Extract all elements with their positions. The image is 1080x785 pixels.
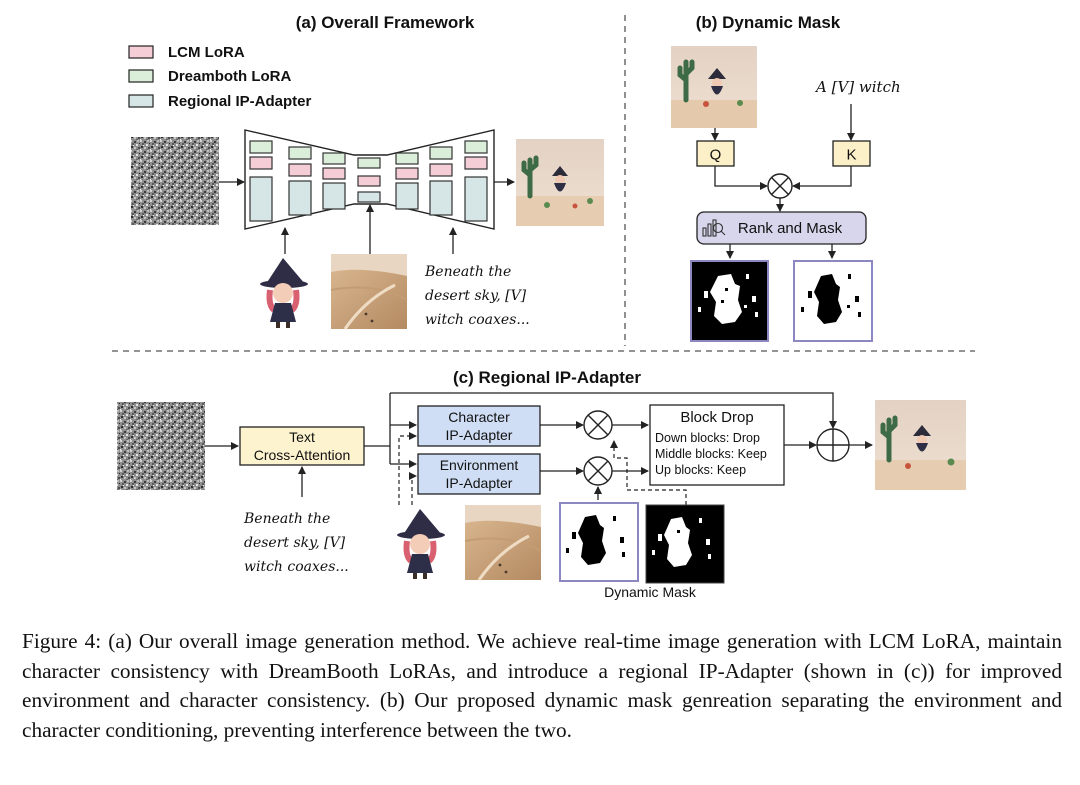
block-drop-line-middle: Middle blocks: Keep bbox=[655, 447, 767, 461]
unet-block bbox=[395, 152, 419, 165]
environment-ip-adapter-label-1: Environment bbox=[440, 457, 519, 473]
multiply-icon-character bbox=[583, 410, 613, 440]
multiply-icon-environment bbox=[583, 456, 613, 486]
unet-block bbox=[288, 180, 312, 216]
unet-block bbox=[322, 152, 346, 165]
prompt-text-a-line-1: Beneath the bbox=[424, 264, 511, 280]
character-mask-b bbox=[793, 260, 873, 342]
noise-latent-c bbox=[117, 402, 205, 490]
unet-block bbox=[464, 156, 488, 170]
unet-block bbox=[288, 146, 312, 160]
unet-block bbox=[395, 167, 419, 180]
panel-a: (a) Overall Framework LCM LoRA Dreamboth… bbox=[128, 13, 604, 331]
unet-block bbox=[464, 176, 488, 222]
legend: LCM LoRA Dreamboth LoRA Regional IP-Adap… bbox=[128, 44, 312, 110]
environment-reference-image-c bbox=[464, 505, 542, 581]
prompt-text-c-line-1: Beneath the bbox=[243, 511, 330, 527]
block-drop-line-up: Up blocks: Keep bbox=[655, 463, 746, 477]
rank-and-mask-box bbox=[696, 211, 867, 245]
unet-block bbox=[429, 146, 453, 160]
character-reference-image-c bbox=[383, 505, 458, 581]
environment-ip-adapter-box bbox=[417, 453, 541, 495]
unet-block bbox=[322, 182, 346, 210]
block-drop-line-down: Down blocks: Drop bbox=[655, 431, 760, 445]
unet-block bbox=[357, 191, 381, 203]
arrow-k-to-multiply bbox=[792, 166, 852, 190]
q-label: Q bbox=[710, 147, 722, 164]
prompt-text-a-line-3: witch coaxes... bbox=[425, 312, 530, 328]
unet-block bbox=[288, 163, 312, 177]
generated-image-b bbox=[671, 46, 757, 128]
multiply-icon-b bbox=[767, 173, 793, 199]
legend-swatch-dreambooth bbox=[128, 69, 154, 83]
noise-latent-a bbox=[131, 137, 219, 225]
environment-reference-image-a bbox=[330, 254, 408, 330]
q-box bbox=[696, 140, 735, 167]
character-reference-image-a bbox=[246, 254, 321, 331]
dashed-environment-to-adapter bbox=[409, 472, 417, 505]
panel-b: (b) Dynamic Mask A [V] witch Q K bbox=[671, 13, 901, 342]
dashed-character-to-adapter bbox=[398, 432, 417, 505]
unet-block bbox=[249, 140, 273, 154]
character-mask-c bbox=[559, 502, 639, 582]
unet-block bbox=[464, 140, 488, 154]
unet-blocks bbox=[249, 140, 488, 222]
unet-block bbox=[395, 182, 419, 210]
panel-a-title: (a) Overall Framework bbox=[296, 13, 475, 32]
arrow-q-to-multiply bbox=[714, 166, 768, 190]
k-label: K bbox=[846, 147, 856, 164]
character-ip-adapter-label-2: IP-Adapter bbox=[446, 427, 513, 443]
environment-mask-c bbox=[645, 504, 725, 584]
legend-label-ip-adapter: Regional IP-Adapter bbox=[168, 93, 312, 110]
text-cross-attention-box bbox=[239, 426, 365, 466]
residual-skip-line bbox=[390, 392, 837, 429]
dashed-environment-mask-to-multiply bbox=[610, 440, 687, 505]
panel-b-title: (b) Dynamic Mask bbox=[696, 13, 841, 32]
character-ip-adapter-label-1: Character bbox=[448, 409, 510, 425]
unet-block bbox=[249, 176, 273, 222]
figure-caption: Figure 4: (a) Our overall image generati… bbox=[22, 629, 1062, 742]
unet-block bbox=[429, 180, 453, 216]
add-icon bbox=[816, 428, 850, 462]
character-ip-adapter-box bbox=[417, 405, 541, 447]
prompt-text-c-line-2: desert sky, [V] bbox=[244, 535, 346, 551]
chart-magnifier-icon bbox=[702, 219, 726, 237]
prompt-text-c-line-3: witch coaxes... bbox=[244, 559, 349, 575]
block-drop-box bbox=[649, 404, 785, 486]
block-drop-title: Block Drop bbox=[680, 409, 753, 426]
dynamic-mask-label: Dynamic Mask bbox=[604, 584, 697, 600]
unet-block bbox=[357, 175, 381, 187]
legend-label-dreambooth: Dreamboth LoRA bbox=[168, 68, 292, 85]
unet-block bbox=[322, 167, 346, 180]
output-image-c bbox=[875, 400, 966, 490]
rank-and-mask-label: Rank and Mask bbox=[738, 220, 843, 237]
panel-c: (c) Regional IP-Adapter Text Cross-Atten… bbox=[117, 368, 966, 600]
unet-block bbox=[429, 163, 453, 177]
k-box bbox=[832, 140, 871, 167]
output-image-a bbox=[516, 139, 604, 226]
environment-ip-adapter-label-2: IP-Adapter bbox=[446, 475, 513, 491]
legend-label-lcm: LCM LoRA bbox=[168, 44, 245, 61]
unet-block bbox=[249, 156, 273, 170]
legend-swatch-ip-adapter bbox=[128, 94, 154, 108]
text-prompt-b: A [V] witch bbox=[814, 78, 901, 96]
prompt-text-a-line-2: desert sky, [V] bbox=[425, 288, 527, 304]
panel-c-title: (c) Regional IP-Adapter bbox=[453, 368, 641, 387]
text-cross-attention-label-1: Text bbox=[289, 429, 315, 445]
legend-swatch-lcm bbox=[128, 45, 154, 59]
environment-mask-b bbox=[690, 260, 769, 342]
text-cross-attention-label-2: Cross-Attention bbox=[254, 447, 350, 463]
unet-block bbox=[357, 157, 381, 169]
